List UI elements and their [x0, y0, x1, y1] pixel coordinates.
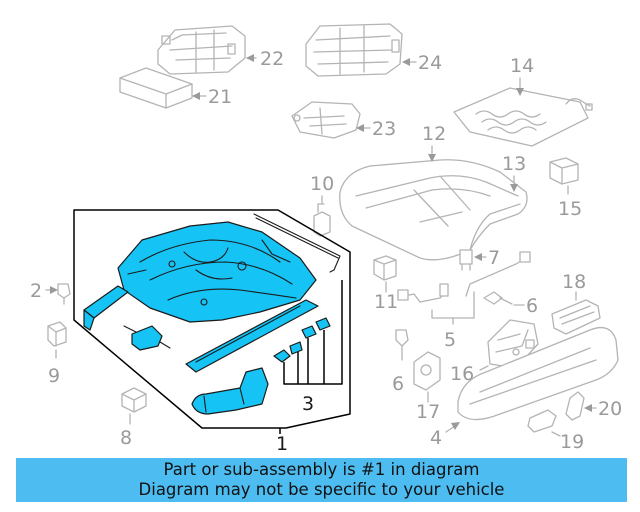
callout-24: 24	[418, 52, 442, 74]
callout-7: 7	[488, 247, 500, 269]
part-21-control-unit	[119, 67, 193, 109]
callout-17: 17	[416, 401, 440, 423]
callout-10: 10	[310, 173, 334, 195]
right-seat-track	[185, 299, 319, 373]
callout-5: 5	[444, 329, 456, 351]
part-23-module	[291, 101, 361, 139]
arrow-13	[510, 184, 518, 192]
callout-16: 16	[450, 363, 474, 385]
banner-line-1: Part or sub-assembly is #1 in diagram	[163, 460, 480, 479]
part-19-knob	[527, 409, 557, 433]
callout-6a: 6	[526, 295, 538, 317]
part-17-motor	[413, 351, 441, 391]
callout-1: 1	[276, 433, 288, 455]
parts-diagram: 22 21 24 23 14 12 13	[30, 23, 622, 455]
callout-6b: 6	[392, 373, 404, 395]
arrow-7	[474, 253, 482, 261]
arrow-23	[356, 124, 364, 132]
part-6-screw-left	[395, 329, 409, 361]
part-8-cover	[121, 387, 147, 413]
banner-line-2: Diagram may not be specific to your vehi…	[138, 480, 505, 499]
callout-15: 15	[558, 198, 582, 220]
arrow-22	[246, 54, 254, 62]
arrow-24	[402, 58, 410, 66]
callout-14: 14	[510, 55, 534, 77]
callout-21: 21	[208, 86, 232, 108]
part-1-frame-group: 3	[73, 209, 351, 429]
callout-8: 8	[120, 427, 132, 449]
part-20-knob	[565, 391, 585, 421]
callout-22: 22	[260, 48, 284, 70]
arrow-4	[451, 422, 460, 430]
callout-20: 20	[598, 398, 622, 420]
part-22-module	[157, 25, 246, 75]
callout-4: 4	[430, 427, 442, 449]
height-motor	[191, 367, 269, 415]
part-10-clip	[313, 203, 331, 237]
callout-9: 9	[48, 365, 60, 387]
part-18-switch	[551, 299, 601, 335]
part-6-bolt-right	[483, 291, 513, 305]
part-1-boundary	[73, 209, 351, 429]
part-7-clip	[459, 249, 473, 271]
left-seat-track	[83, 285, 129, 319]
part-24-module	[305, 23, 403, 77]
wire-harness	[253, 213, 341, 273]
seat-frame	[117, 221, 317, 323]
adjust-motor	[131, 325, 163, 351]
callout-23: 23	[372, 118, 396, 140]
callout-19: 19	[560, 431, 584, 453]
part-12-cushion	[339, 159, 528, 261]
callout-18: 18	[562, 271, 586, 293]
callout-3: 3	[302, 393, 314, 415]
callout-2: 2	[30, 280, 42, 302]
part-14-heater-mat	[453, 87, 593, 147]
part-4-side-shield	[457, 326, 619, 421]
part-9-clip	[47, 321, 67, 347]
callout-12: 12	[422, 123, 446, 145]
info-banner: Part or sub-assembly is #1 in diagram Di…	[16, 458, 627, 502]
leader-3	[283, 280, 343, 385]
leader-19	[551, 431, 561, 437]
part-15-switch	[549, 157, 579, 185]
part-11-cover	[373, 255, 397, 281]
arrow-20	[584, 404, 592, 412]
arrow-12	[428, 154, 436, 162]
callout-11: 11	[374, 291, 398, 313]
part-5-cables	[397, 251, 531, 325]
leader-16	[479, 365, 489, 371]
callout-13: 13	[502, 153, 526, 175]
arrow-2	[50, 286, 58, 294]
arrow-14	[516, 88, 524, 96]
arrow-21	[192, 92, 200, 100]
part-2-bolt	[57, 283, 71, 305]
